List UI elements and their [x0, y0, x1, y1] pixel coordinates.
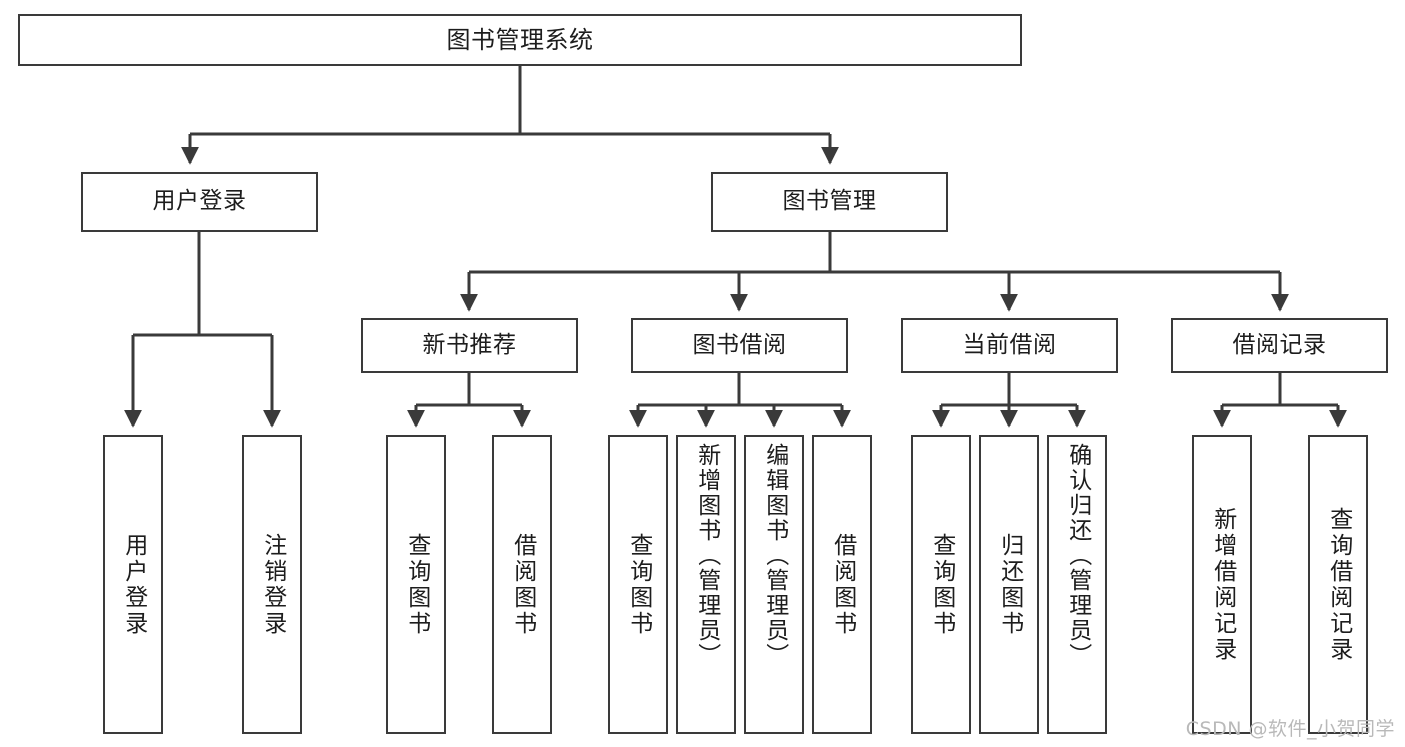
leaf-nb-query-book[interactable]: 查询图书	[386, 435, 446, 734]
node-book-borrow[interactable]: 图书借阅	[631, 318, 848, 373]
node-new-book-recommend[interactable]: 新书推荐	[361, 318, 578, 373]
csdn-watermark: CSDN @软件_小贺同学	[1185, 718, 1395, 740]
node-current-borrow[interactable]: 当前借阅	[901, 318, 1118, 373]
leaf-bb-query-book[interactable]: 查询图书	[608, 435, 668, 734]
node-label: 查询图书	[625, 532, 652, 637]
node-label: 用户登录	[152, 188, 247, 215]
node-label: 借阅图书	[509, 532, 536, 637]
node-label: 注销登录	[259, 532, 286, 637]
leaf-cb-query-book[interactable]: 查询图书	[911, 435, 971, 734]
node-label: 查询图书	[403, 532, 430, 637]
leaf-cb-return-book[interactable]: 归还图书	[979, 435, 1039, 734]
leaf-user-login[interactable]: 用户登录	[103, 435, 163, 734]
node-label: 编辑图书（管理员）	[761, 443, 788, 668]
node-label: 当前借阅	[962, 331, 1057, 358]
node-label: 查询图书	[928, 532, 955, 637]
node-book-management[interactable]: 图书管理	[711, 172, 948, 232]
node-label: 确认归还（管理员）	[1064, 443, 1091, 668]
node-root-book-management-system[interactable]: 图书管理系统	[18, 14, 1022, 66]
node-label: 借阅记录	[1232, 331, 1327, 358]
node-label: 图书管理	[782, 188, 877, 215]
leaf-bb-add-book-admin[interactable]: 新增图书（管理员）	[676, 435, 736, 734]
node-label: 查询借阅记录	[1325, 506, 1352, 663]
leaf-bb-edit-book-admin[interactable]: 编辑图书（管理员）	[744, 435, 804, 734]
leaf-logout[interactable]: 注销登录	[242, 435, 302, 734]
node-label: 借阅图书	[829, 532, 856, 637]
leaf-cb-confirm-return-admin[interactable]: 确认归还（管理员）	[1047, 435, 1107, 734]
node-label: 用户登录	[120, 532, 147, 637]
node-label: 图书管理系统	[446, 25, 594, 54]
node-borrow-record[interactable]: 借阅记录	[1171, 318, 1388, 373]
leaf-bb-borrow-book[interactable]: 借阅图书	[812, 435, 872, 734]
node-user-login[interactable]: 用户登录	[81, 172, 318, 232]
leaf-br-add-record[interactable]: 新增借阅记录	[1192, 435, 1252, 734]
leaf-br-query-record[interactable]: 查询借阅记录	[1308, 435, 1368, 734]
node-label: 归还图书	[996, 532, 1023, 637]
node-label: 新增图书（管理员）	[693, 443, 720, 668]
node-label: 新增借阅记录	[1209, 506, 1236, 663]
node-label: 图书借阅	[692, 331, 787, 358]
node-label: 新书推荐	[422, 331, 517, 358]
leaf-nb-borrow-book[interactable]: 借阅图书	[492, 435, 552, 734]
